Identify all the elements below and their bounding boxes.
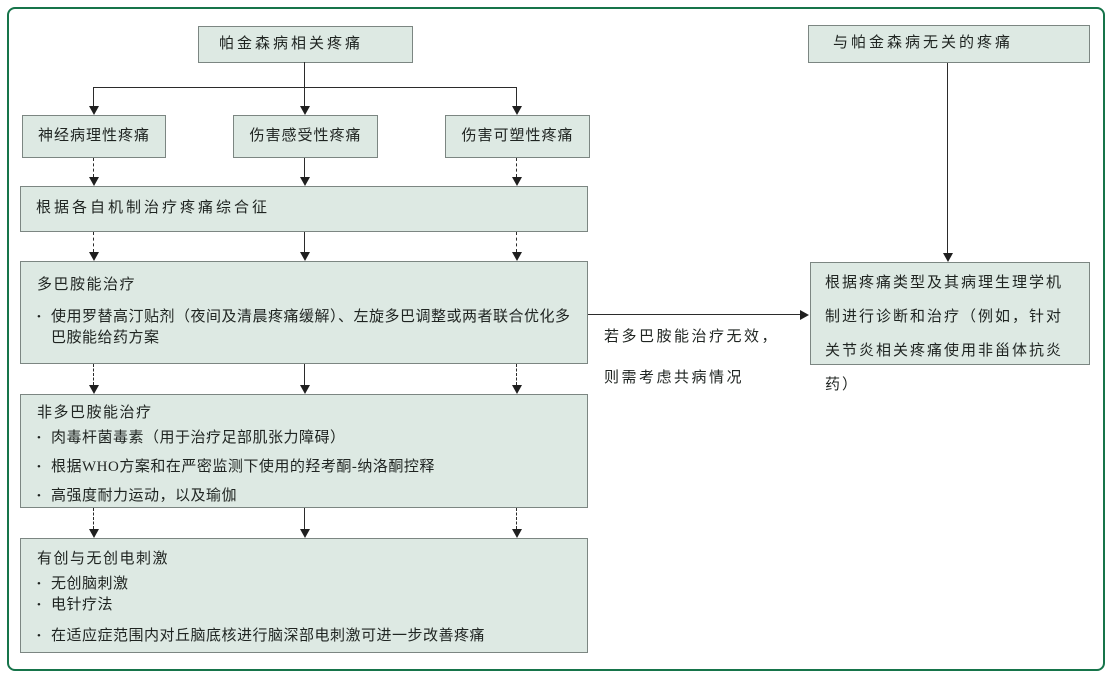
bullet-item: 无创脑刺激 [37, 574, 571, 595]
bullet-item: 使用罗替高汀贴剂（夜间及清晨疼痛缓解）、左旋多巴调整或两者联合优化多巴胺能给药方… [37, 307, 571, 349]
node-label: 与帕金森病无关的疼痛 [833, 35, 1014, 52]
node-dopaminergic-therapy: 多巴胺能治疗 使用罗替高汀贴剂（夜间及清晨疼痛缓解）、左旋多巴调整或两者联合优化… [20, 261, 588, 364]
annotation-dopaminergic-ineffective-line1: 若多巴胺能治疗无效， [604, 329, 780, 345]
connector-mechanism-dopa-right [516, 232, 517, 252]
connector-mechanism-dopa-left [93, 232, 94, 252]
arrowhead-stim-mid [300, 529, 310, 538]
connector-dopa-to-diagnosis [588, 314, 800, 315]
arrowhead-nondopa-mid [300, 385, 310, 394]
node-nociceptive-pain: 伤害感受性疼痛 [233, 115, 378, 158]
connector-nociplastic-down [516, 158, 517, 177]
arrowhead-nondopa-left [89, 385, 99, 394]
node-label: 伤害可塑性疼痛 [461, 127, 574, 144]
node-label: 根据各自机制治疗疼痛综合征 [36, 200, 271, 217]
arrowhead-stim-left [89, 529, 99, 538]
node-neuropathic-pain: 神经病理性疼痛 [22, 115, 166, 158]
arrowhead-to-nociplastic [512, 106, 522, 115]
connector-mechanism-dopa-mid [304, 232, 305, 252]
node-non-pd-pain: 与帕金森病无关的疼痛 [808, 25, 1090, 63]
arrowhead-mechanism-right [512, 177, 522, 186]
arrowhead-dopa-left [89, 252, 99, 261]
connector-nondopa-stim-mid [304, 508, 305, 529]
connector-neuropathic-down [93, 158, 94, 177]
arrowhead-mechanism-mid [300, 177, 310, 186]
bullet-item: 高强度耐力运动，以及瑜伽 [37, 486, 571, 507]
arrowhead-dopa-right [512, 252, 522, 261]
connector-dopa-nondopa-mid [304, 364, 305, 385]
arrowhead-dopa-mid [300, 252, 310, 261]
arrowhead-to-nociceptive [300, 106, 310, 115]
connector-nonpd-to-diagnosis [947, 63, 948, 253]
node-nociplastic-pain: 伤害可塑性疼痛 [445, 115, 590, 158]
connector-nondopa-stim-right [516, 508, 517, 529]
figure-frame [7, 7, 1105, 671]
node-non-dopaminergic-therapy: 非多巴胺能治疗 肉毒杆菌毒素（用于治疗足部肌张力障碍） 根据WHO方案和在严密监… [20, 394, 588, 508]
connector-branch-right-drop [516, 87, 517, 106]
arrowhead-nondopa-right [512, 385, 522, 394]
arrowhead-mechanism-left [89, 177, 99, 186]
node-diagnose-by-pain-type: 根据疼痛类型及其病理生理学机制进行诊断和治疗（例如，针对关节炎相关疼痛使用非甾体… [810, 262, 1090, 393]
arrowhead-to-neuropathic [89, 106, 99, 115]
bullet-item: 根据WHO方案和在严密监测下使用的羟考酮-纳洛酮控释 [37, 457, 571, 478]
node-label: 帕金森病相关疼痛 [219, 35, 364, 52]
bullet-item: 在适应症范围内对丘脑底核进行脑深部电刺激可进一步改善疼痛 [37, 626, 571, 647]
node-label: 伤害感受性疼痛 [249, 127, 362, 144]
connector-branch-horizontal [93, 87, 517, 88]
node-treat-by-mechanism: 根据各自机制治疗疼痛综合征 [20, 186, 588, 232]
arrowhead-stim-right [512, 529, 522, 538]
connector-pd-to-children-stem [304, 62, 305, 106]
annotation-dopaminergic-ineffective-line2: 则需考虑共病情况 [604, 370, 745, 386]
node-electrical-stimulation: 有创与无创电刺激 无创脑刺激 电针疗法 在适应症范围内对丘脑底核进行脑深部电刺激… [20, 538, 588, 653]
connector-branch-left-drop [93, 87, 94, 106]
bullet-item: 电针疗法 [37, 595, 571, 616]
connector-dopa-nondopa-right [516, 364, 517, 385]
node-title: 有创与无创电刺激 [37, 551, 170, 567]
bullet-item: 肉毒杆菌毒素（用于治疗足部肌张力障碍） [37, 428, 571, 449]
node-pd-related-pain: 帕金森病相关疼痛 [198, 26, 413, 63]
connector-nondopa-stim-left [93, 508, 94, 529]
connector-dopa-nondopa-left [93, 364, 94, 385]
node-title: 非多巴胺能治疗 [37, 405, 153, 421]
node-label: 神经病理性疼痛 [37, 127, 150, 144]
connector-nociceptive-down [304, 158, 305, 177]
node-label: 根据疼痛类型及其病理生理学机制进行诊断和治疗（例如，针对关节炎相关疼痛使用非甾体… [825, 275, 1064, 393]
arrowhead-to-diagnosis [943, 253, 953, 262]
arrowhead-dopa-to-diagnosis [800, 310, 809, 320]
node-title: 多巴胺能治疗 [37, 277, 137, 293]
